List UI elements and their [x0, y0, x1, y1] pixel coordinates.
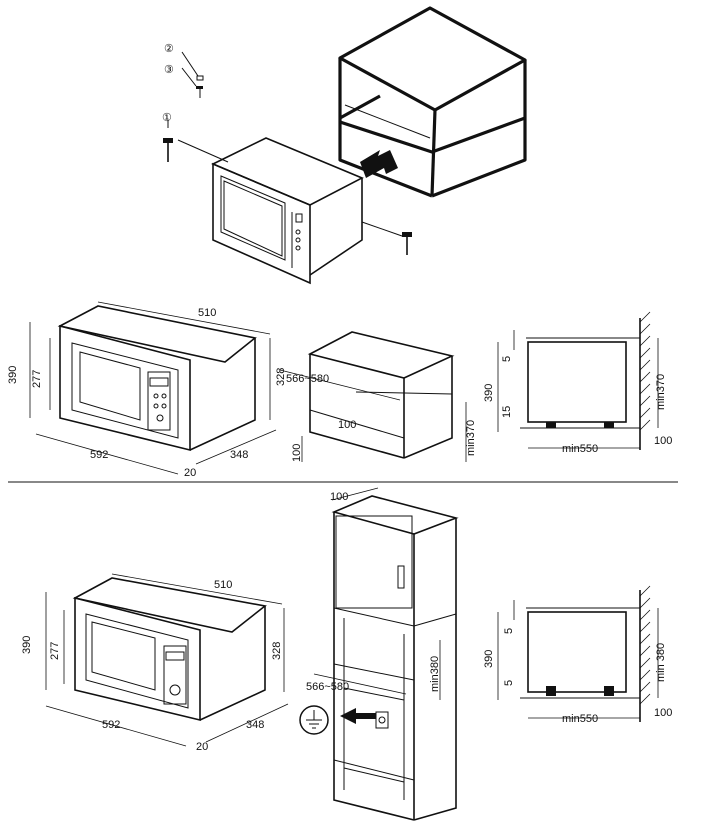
screw-2-icon — [181, 51, 204, 81]
top-niche-width: 566~580 — [286, 373, 329, 385]
bottom-oven-height-body: 328 — [271, 642, 283, 660]
callout-3: ③ — [164, 64, 174, 76]
bottom-oven-frame-depth: 20 — [196, 741, 208, 753]
bottom-side-view: 390 5 5 min 380 min550 100 — [483, 585, 672, 725]
bottom-side-top-gap: 5 — [503, 628, 515, 634]
ground-symbol-icon — [299, 705, 329, 735]
top-oven-drawing: 510 390 277 328 592 348 20 — [7, 301, 287, 479]
top-side-depth: min550 — [562, 443, 598, 455]
top-oven-width-label: 510 — [198, 307, 216, 319]
screw-3-icon — [181, 67, 203, 98]
screw-4-icon — [361, 221, 412, 255]
insert-arrow-icon — [360, 150, 398, 178]
cabinet-box — [338, 6, 527, 198]
bottom-niche-width: 566~580 — [306, 681, 349, 693]
bottom-side-height: 390 — [483, 650, 495, 668]
top-side-view: 390 5 15 min370 min550 100 — [483, 311, 672, 455]
top-oven-height-outer: 390 — [7, 366, 19, 384]
bottom-side-min-height: min 380 — [655, 643, 667, 682]
callout-1: ① — [162, 112, 172, 124]
top-oven-height-inner: 277 — [31, 370, 43, 388]
top-side-floor: 100 — [654, 435, 672, 447]
screw-1-icon — [163, 120, 229, 163]
top-oven-depth: 348 — [230, 449, 248, 461]
top-side-height: 390 — [483, 384, 495, 402]
bottom-oven-front-width: 592 — [102, 719, 120, 731]
tall-cabinet-drawing: 100 566~580 min380 — [299, 487, 459, 821]
ground-arrow-icon — [340, 708, 376, 724]
microwave-oven — [211, 137, 364, 285]
bottom-oven-drawing: 510 390 277 328 592 348 20 — [21, 573, 289, 753]
callout-2: ② — [164, 43, 174, 55]
bottom-oven-width-label: 510 — [214, 579, 232, 591]
bottom-side-depth: min550 — [562, 713, 598, 725]
top-side-bottom-gap: 15 — [501, 406, 513, 418]
cabinet-top-gap: 100 — [330, 491, 348, 503]
bottom-oven-height-inner: 277 — [49, 642, 61, 660]
top-niche-gap: 100 — [338, 419, 356, 431]
bottom-oven-depth: 348 — [246, 719, 264, 731]
bottom-oven-height-outer: 390 — [21, 636, 33, 654]
top-side-top-gap: 5 — [501, 356, 513, 362]
top-niche-height: min370 — [465, 420, 477, 456]
top-oven-front-width: 592 — [90, 449, 108, 461]
top-side-min-height: min370 — [655, 374, 667, 410]
top-niche-base: 100 — [291, 444, 303, 462]
assembly-scene: ② ③ ① — [162, 6, 527, 285]
bottom-side-bottom-gap: 5 — [503, 680, 515, 686]
top-niche-drawing: 566~580 100 min370 100 — [279, 331, 477, 462]
top-oven-frame-depth: 20 — [184, 467, 196, 479]
bottom-side-floor: 100 — [654, 707, 672, 719]
top-oven-height-body: 328 — [275, 368, 287, 386]
bottom-niche-height: min380 — [429, 656, 441, 692]
